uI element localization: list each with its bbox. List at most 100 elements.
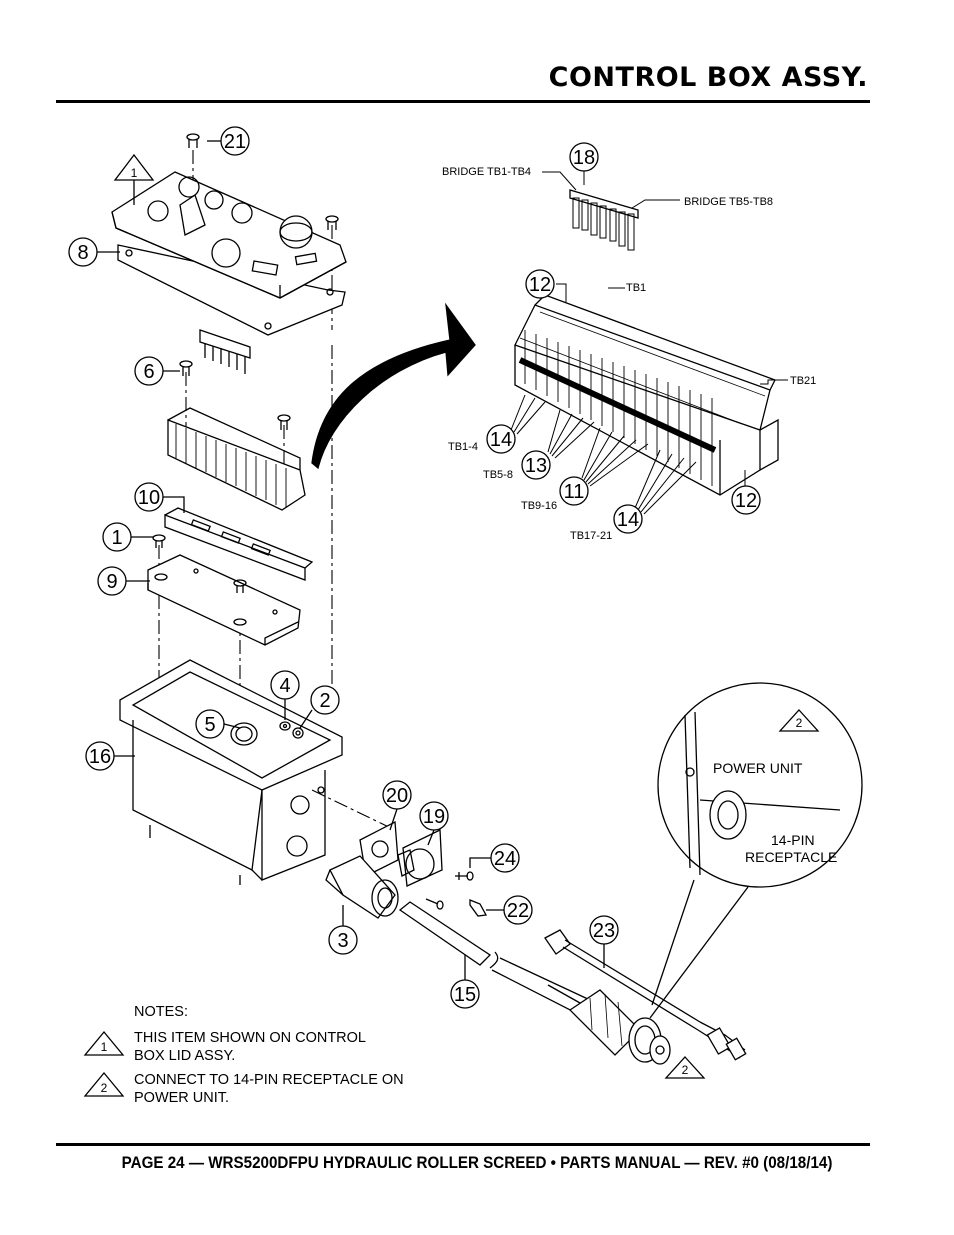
svg-text:22: 22 bbox=[507, 900, 529, 922]
callout-24: 24 bbox=[469, 843, 520, 873]
callouts: 21 8 6 10 1 9 4 2 5 16 20 19 24 22 3 bbox=[68, 126, 761, 1009]
svg-text:24: 24 bbox=[494, 848, 516, 870]
callout-3: 3 bbox=[328, 905, 358, 955]
label-tb1: TB1 bbox=[626, 282, 646, 294]
callout-1: 1 bbox=[102, 522, 153, 552]
svg-text:12: 12 bbox=[735, 490, 757, 512]
label-bridge-tb1-tb4: BRIDGE TB1-TB4 bbox=[442, 166, 531, 178]
svg-text:2: 2 bbox=[101, 1081, 108, 1095]
terminal-block-detail bbox=[514, 294, 779, 496]
screw-24 bbox=[455, 871, 474, 881]
svg-text:3: 3 bbox=[337, 930, 348, 952]
control-box-lid bbox=[111, 171, 347, 336]
callout-23: 23 bbox=[589, 915, 619, 968]
svg-text:8: 8 bbox=[77, 242, 88, 264]
label-tb9-16: TB9-16 bbox=[521, 500, 557, 512]
fitting-3 bbox=[325, 855, 399, 919]
note-flag-connector: 2 bbox=[664, 1056, 706, 1079]
label-receptacle: RECEPTACLE bbox=[745, 849, 837, 865]
screw-left-22 bbox=[425, 898, 444, 910]
label-14-pin: 14-PIN bbox=[771, 832, 815, 848]
svg-text:11: 11 bbox=[564, 481, 585, 503]
enclosure-box bbox=[119, 659, 343, 885]
svg-text:2: 2 bbox=[682, 1063, 689, 1077]
svg-text:4: 4 bbox=[279, 675, 290, 697]
callout-14-right: 14 bbox=[613, 504, 643, 534]
callout-11: 11 bbox=[559, 476, 589, 506]
footer-rule bbox=[56, 1143, 870, 1146]
washer-4 bbox=[279, 721, 291, 731]
cable-harness-23 bbox=[544, 929, 747, 1061]
callout-5: 5 bbox=[195, 709, 241, 739]
terminal-block-small bbox=[167, 407, 306, 511]
bridge-bar-small bbox=[199, 329, 251, 374]
callout-19: 19 bbox=[419, 801, 449, 846]
leader-lines bbox=[510, 170, 788, 515]
svg-text:5: 5 bbox=[204, 714, 215, 736]
svg-text:9: 9 bbox=[106, 571, 117, 593]
hose-15 bbox=[398, 901, 592, 1015]
note-flag-detail: 2 bbox=[778, 709, 820, 732]
circular-connector bbox=[568, 989, 671, 1065]
callout-4: 4 bbox=[270, 670, 300, 720]
svg-text:14: 14 bbox=[490, 429, 512, 451]
note-flag-lid: 1 bbox=[113, 153, 155, 205]
part-labels: BRIDGE TB1-TB4 BRIDGE TB5-TB8 TB1 TB21 T… bbox=[442, 166, 837, 865]
header-rule bbox=[56, 100, 870, 103]
fitting-22 bbox=[469, 899, 488, 917]
callout-12-top: 12 bbox=[525, 269, 555, 299]
callout-10: 10 bbox=[134, 482, 185, 513]
note-2-line-1: CONNECT TO 14-PIN RECEPTACLE ON bbox=[134, 1072, 404, 1088]
callout-21: 21 bbox=[207, 126, 250, 156]
nut-2 bbox=[292, 727, 304, 739]
callout-9: 9 bbox=[97, 566, 150, 596]
label-tb21: TB21 bbox=[790, 375, 816, 387]
callout-12-bottom: 12 bbox=[731, 485, 761, 515]
note-1-line-2: BOX LID ASSY. bbox=[134, 1048, 235, 1064]
label-tb1-4: TB1-4 bbox=[448, 441, 478, 453]
callout-2: 2 bbox=[299, 685, 340, 729]
svg-text:10: 10 bbox=[138, 487, 160, 509]
lid-screw-right bbox=[325, 215, 339, 230]
callout-15: 15 bbox=[450, 955, 480, 1009]
svg-text:1: 1 bbox=[131, 166, 138, 180]
callout-18: 18 bbox=[569, 142, 599, 172]
svg-text:19: 19 bbox=[423, 806, 445, 828]
lid-screw-21 bbox=[186, 133, 200, 148]
note-2-line-2: POWER UNIT. bbox=[134, 1090, 229, 1106]
svg-text:20: 20 bbox=[386, 785, 408, 807]
callout-13: 13 bbox=[521, 450, 551, 480]
din-rail bbox=[164, 507, 314, 581]
callout-22: 22 bbox=[486, 895, 533, 925]
svg-text:16: 16 bbox=[89, 746, 111, 768]
screw-6 bbox=[179, 360, 193, 376]
callout-8: 8 bbox=[68, 237, 120, 267]
svg-text:13: 13 bbox=[525, 455, 547, 477]
label-tb17-21: TB17-21 bbox=[570, 530, 612, 542]
svg-text:21: 21 bbox=[224, 131, 246, 153]
detail-arrow bbox=[311, 302, 476, 470]
notes-heading: NOTES: bbox=[134, 1004, 188, 1020]
label-bridge-tb5-tb8: BRIDGE TB5-TB8 bbox=[684, 196, 773, 208]
svg-text:2: 2 bbox=[796, 716, 803, 730]
svg-text:1: 1 bbox=[101, 1040, 108, 1054]
svg-text:15: 15 bbox=[454, 984, 476, 1006]
svg-text:12: 12 bbox=[529, 274, 551, 296]
svg-text:18: 18 bbox=[573, 147, 595, 169]
page-footer: PAGE 24 — WRS5200DFPU HYDRAULIC ROLLER S… bbox=[121, 1154, 833, 1172]
callout-6: 6 bbox=[134, 356, 180, 386]
svg-text:2: 2 bbox=[319, 690, 330, 712]
label-tb5-8: TB5-8 bbox=[483, 469, 513, 481]
detail-circle bbox=[649, 682, 863, 1019]
grommet-5 bbox=[230, 722, 258, 746]
svg-text:1: 1 bbox=[111, 527, 122, 549]
label-power-unit: POWER UNIT bbox=[713, 760, 803, 776]
bridge-18 bbox=[569, 189, 639, 251]
screw-1 bbox=[152, 534, 166, 548]
mounting-plate bbox=[147, 554, 301, 646]
callout-16: 16 bbox=[85, 741, 135, 771]
svg-text:6: 6 bbox=[143, 361, 154, 383]
svg-text:14: 14 bbox=[617, 509, 639, 531]
svg-text:23: 23 bbox=[593, 920, 615, 942]
